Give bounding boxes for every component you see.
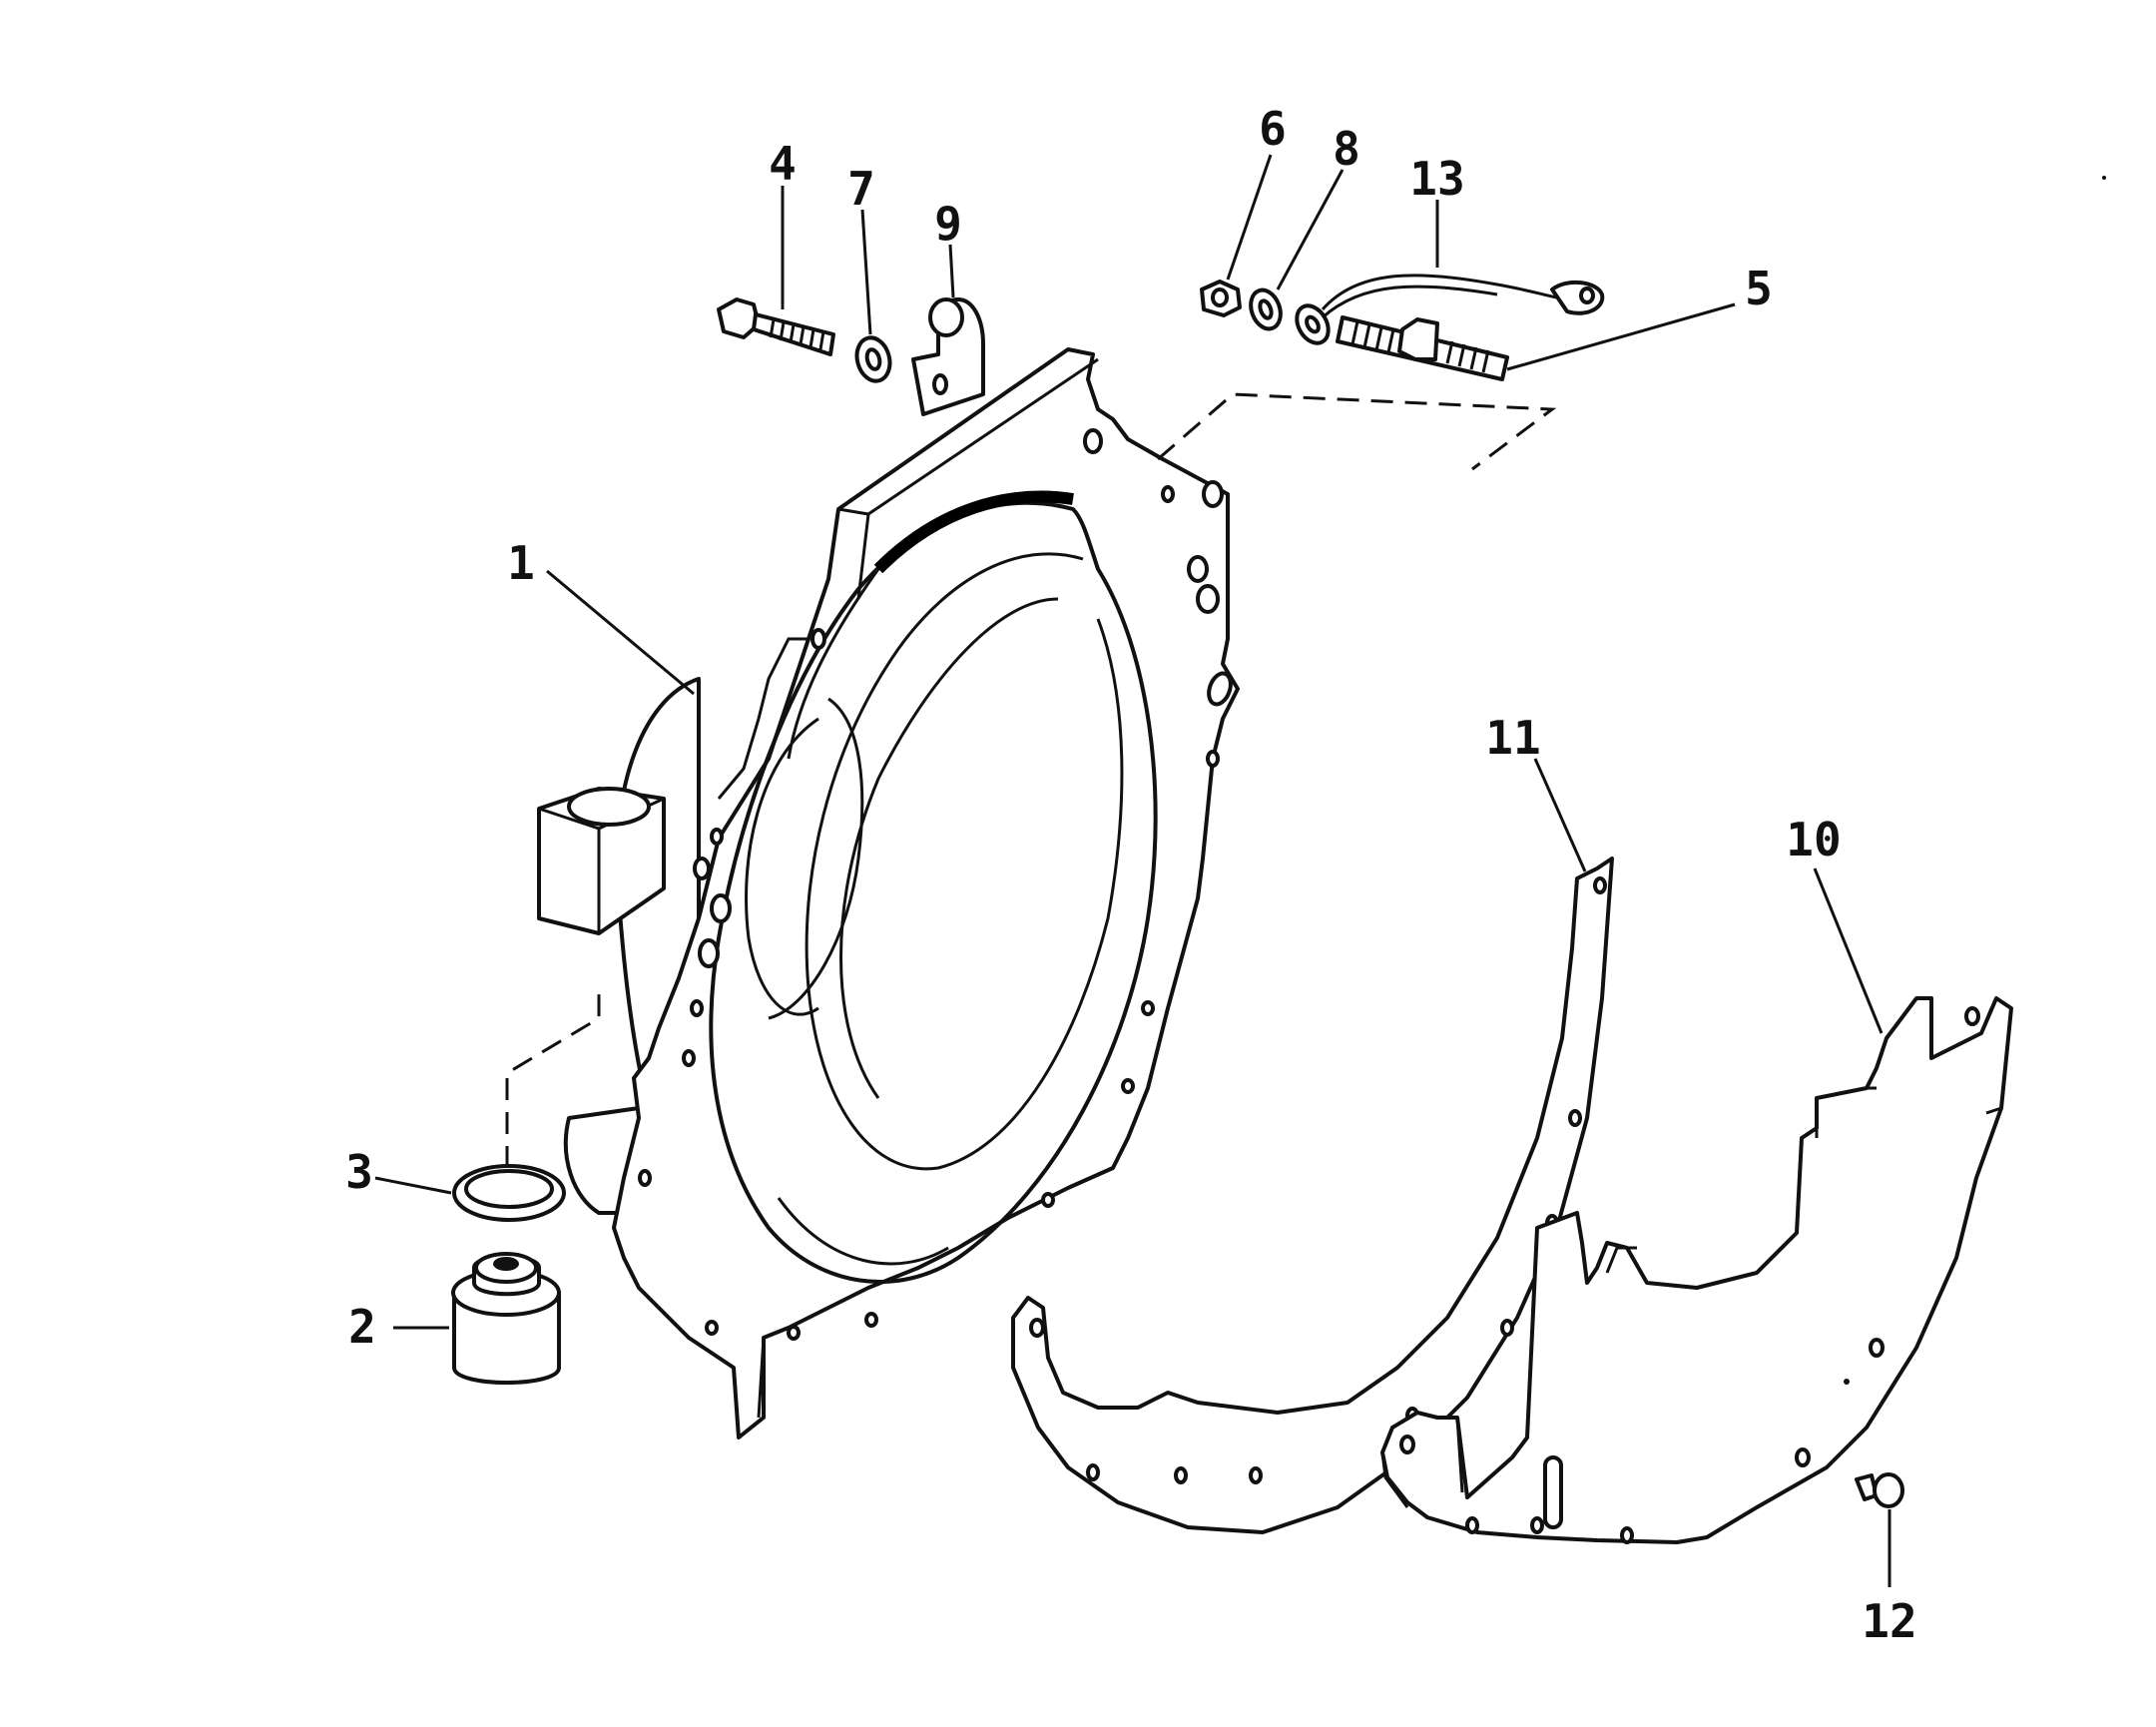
leader-6 bbox=[1226, 154, 1273, 281]
seal-ring-3 bbox=[452, 1164, 566, 1222]
seal-dash-line bbox=[505, 988, 601, 1168]
clip-9 bbox=[911, 297, 985, 416]
stray-dot bbox=[2102, 176, 2106, 180]
callout-6: 6 bbox=[1259, 102, 1287, 156]
leader-5 bbox=[1506, 302, 1736, 371]
callout-12: 12 bbox=[1862, 1594, 1916, 1648]
callout-labels: 1 2 3 4 5 6 7 8 9 10 11 12 13 bbox=[345, 102, 1917, 1648]
flywheel-housing bbox=[537, 347, 1240, 1439]
stud-dash-line bbox=[1157, 392, 1557, 471]
callout-4: 4 bbox=[769, 137, 797, 191]
callout-3: 3 bbox=[345, 1145, 373, 1199]
screw-12 bbox=[1855, 1472, 1904, 1508]
callout-7: 7 bbox=[847, 162, 875, 216]
lockwasher-8 bbox=[1249, 288, 1283, 331]
callout-10: 10 bbox=[1786, 813, 1841, 866]
callout-2: 2 bbox=[348, 1300, 376, 1354]
bolt-4 bbox=[717, 297, 835, 356]
callout-8: 8 bbox=[1333, 122, 1360, 176]
callout-5: 5 bbox=[1745, 262, 1773, 315]
nut-6 bbox=[1200, 280, 1242, 317]
leader-lines bbox=[374, 154, 1891, 1587]
bushing-2 bbox=[451, 1252, 561, 1385]
callout-11: 11 bbox=[1485, 711, 1540, 765]
leader-7 bbox=[860, 209, 872, 335]
leader-3 bbox=[374, 1176, 452, 1195]
leader-11 bbox=[1533, 758, 1587, 872]
cover-plate-10 bbox=[1380, 996, 2013, 1544]
leader-9 bbox=[948, 244, 955, 298]
stud-5 bbox=[1336, 315, 1509, 381]
flange-bolt-holes bbox=[638, 428, 1233, 1341]
leader-1 bbox=[546, 569, 695, 696]
callout-1: 1 bbox=[507, 536, 535, 590]
callout-13: 13 bbox=[1409, 152, 1464, 206]
leader-10 bbox=[1813, 867, 1884, 1034]
callout-9: 9 bbox=[934, 197, 962, 251]
leader-8 bbox=[1276, 169, 1345, 290]
washer-7 bbox=[854, 335, 892, 383]
ground-strap-13 bbox=[1295, 274, 1605, 345]
